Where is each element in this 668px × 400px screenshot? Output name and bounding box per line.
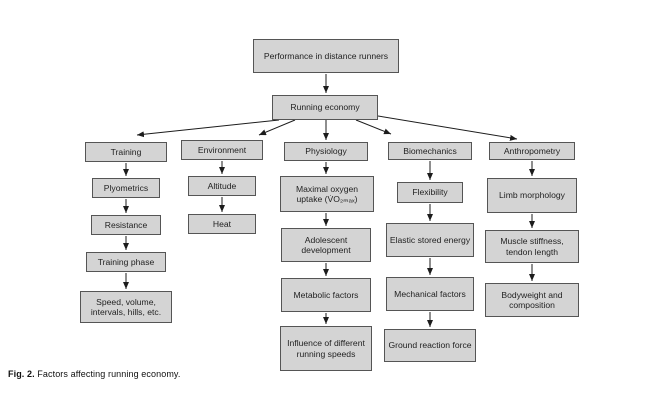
node-training-phase: Training phase (86, 252, 166, 272)
node-mechanical-factors: Mechanical factors (386, 277, 474, 311)
node-ground-reaction-force: Ground reaction force (384, 329, 476, 362)
node-training: Training (85, 142, 167, 162)
node-plyometrics: Plyometrics (92, 178, 160, 198)
figure-caption-text: Factors affecting running economy. (34, 369, 181, 379)
node-metabolic-factors: Metabolic factors (281, 278, 371, 312)
node-performance-distance-runners: Performance in distance runners (253, 39, 399, 73)
node-environment: Environment (181, 140, 263, 160)
node-speed-volume-intervals: Speed, volume, intervals, hills, etc. (80, 291, 172, 323)
node-heat: Heat (188, 214, 256, 234)
node-anthropometry: Anthropometry (489, 142, 575, 160)
node-limb-morphology: Limb morphology (487, 178, 577, 213)
node-adolescent-development: Adolescent development (281, 228, 371, 262)
node-elastic-stored-energy: Elastic stored energy (386, 223, 474, 257)
arrow-connector (355, 119, 392, 135)
node-running-economy: Running economy (272, 95, 378, 120)
node-muscle-stiffness-tendon-length: Muscle stiffness, tendon length (485, 230, 579, 263)
figure-caption: Fig. 2. Factors affecting running econom… (8, 369, 180, 379)
node-physiology: Physiology (284, 142, 368, 161)
arrow-connector (377, 115, 518, 141)
node-altitude: Altitude (188, 176, 256, 196)
node-biomechanics: Biomechanics (388, 142, 472, 160)
node-influence-running-speeds: Influence of different running speeds (280, 326, 372, 371)
node-bodyweight-composition: Bodyweight and composition (485, 283, 579, 317)
arrow-connector (136, 119, 280, 138)
figure-caption-label: Fig. 2. (8, 369, 35, 379)
arrow-connector (258, 119, 296, 136)
node-flexibility: Flexibility (397, 182, 463, 203)
node-resistance: Resistance (91, 215, 161, 235)
node-maximal-oxygen-uptake: Maximal oxygen uptake (V̇O₂ₘₐₓ) (280, 176, 374, 212)
